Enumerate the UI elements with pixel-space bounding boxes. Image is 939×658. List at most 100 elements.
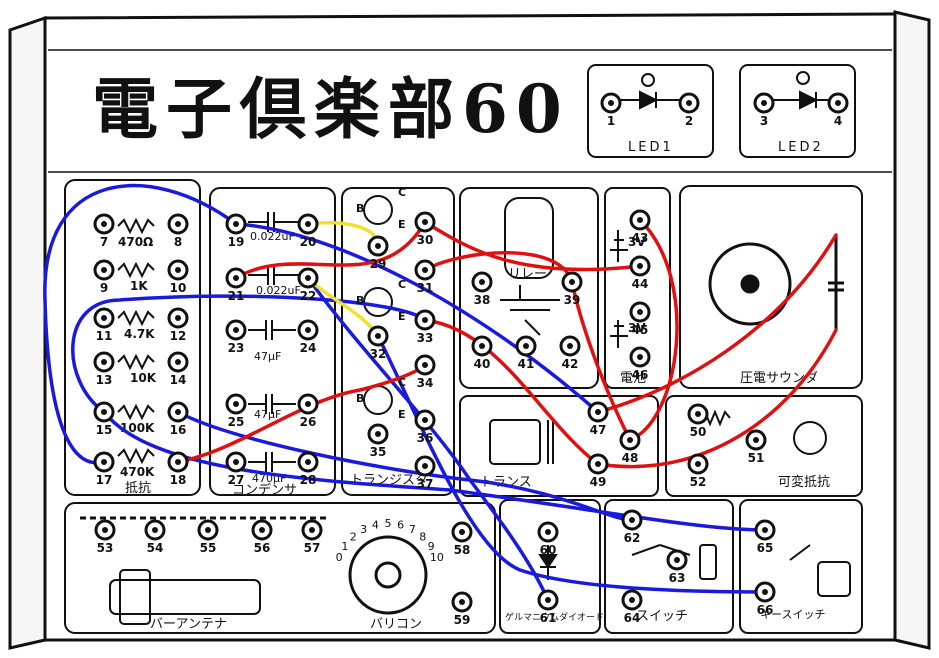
wire-blue-0[interactable] xyxy=(43,183,238,465)
terminal-31-label: 31 xyxy=(417,281,434,295)
terminal-61-center xyxy=(545,597,551,603)
terminal-14-label: 14 xyxy=(170,373,187,387)
terminal-53-center xyxy=(102,527,108,533)
terminal-17-center xyxy=(101,459,107,465)
terminal-7-label: 7 xyxy=(100,235,108,249)
wire-blue-5[interactable] xyxy=(306,276,550,602)
transistor-pin-e-5: E xyxy=(398,310,406,323)
board-frame xyxy=(8,10,931,650)
transistor-pin-c-4: C xyxy=(398,278,406,291)
terminal-38-label: 38 xyxy=(474,293,491,307)
dial-number-10: 10 xyxy=(430,551,444,564)
switch-section-label: スイッチ xyxy=(636,609,688,624)
terminal-62-center xyxy=(629,517,635,523)
terminal-50-label: 50 xyxy=(690,425,707,439)
terminal-32-center xyxy=(375,333,381,339)
battery-symbols xyxy=(610,230,628,348)
terminal-56-label: 56 xyxy=(254,541,271,555)
dial-number-4: 4 xyxy=(372,519,379,532)
wire-red-12[interactable] xyxy=(596,233,838,414)
terminal-17-label: 17 xyxy=(96,473,113,487)
terminal-13-label: 13 xyxy=(96,373,113,387)
wire-red-11[interactable] xyxy=(423,318,600,466)
led2-label: LED2 xyxy=(778,140,824,155)
terminal-30-label: 30 xyxy=(417,233,434,247)
terminal-42-label: 42 xyxy=(562,357,579,371)
relay-section-label: リレー xyxy=(508,267,547,282)
terminal-36-center xyxy=(422,417,428,423)
terminal-55-center xyxy=(205,527,211,533)
wire-red-13[interactable] xyxy=(596,328,838,469)
terminal-60-label: 60 xyxy=(540,543,557,557)
terminal-55-label: 55 xyxy=(200,541,217,555)
terminal-40-center xyxy=(479,343,485,349)
wire-blue-1[interactable] xyxy=(71,294,427,414)
terminal-16-label: 16 xyxy=(170,423,187,437)
terminal-8-center xyxy=(175,221,181,227)
terminal-10-center xyxy=(175,267,181,273)
resistor-section-label: 抵抗 xyxy=(125,481,151,496)
terminal-27-label: 27 xyxy=(228,473,245,487)
c1-label: 0.022uF xyxy=(250,230,295,243)
terminal-65-label: 65 xyxy=(757,541,774,555)
terminal-43-center xyxy=(637,217,643,223)
terminal-52-center xyxy=(695,461,701,467)
wire-red-10[interactable] xyxy=(628,218,679,442)
bar-antenna-symbol xyxy=(80,516,330,625)
terminal-44-center xyxy=(637,263,643,269)
r-10k-label: 10K xyxy=(130,371,157,385)
terminal-34-label: 34 xyxy=(417,376,434,390)
terminal-15-center xyxy=(101,409,107,415)
transistor-pin-c-1: C xyxy=(398,186,406,199)
terminal-54-label: 54 xyxy=(147,541,164,555)
bat2-label: 3V xyxy=(628,321,646,335)
r-470k-label: 470K xyxy=(120,465,155,479)
terminal-35-center xyxy=(375,431,381,437)
transistor-pin-e-2: E xyxy=(398,218,406,231)
transistor-pin-c-7: C xyxy=(398,376,406,389)
wire-red-8[interactable] xyxy=(176,363,427,464)
terminal-35-label: 35 xyxy=(370,445,387,459)
bar-antenna-section-label: バーアンテナ xyxy=(150,617,227,632)
terminal-34-center xyxy=(422,362,428,368)
terminal-9-center xyxy=(101,267,107,273)
led1-panel: LED1 xyxy=(587,64,714,158)
terminal-3-center xyxy=(761,100,767,106)
terminal-63-center xyxy=(674,557,680,563)
terminal-46-center xyxy=(637,354,643,360)
wire-blue-2[interactable] xyxy=(234,222,600,414)
capacitor-section-label: コンデンサ xyxy=(232,482,297,498)
terminal-4-label: 4 xyxy=(834,114,842,128)
terminal-48-center xyxy=(627,437,633,443)
terminal-29-center xyxy=(375,243,381,249)
terminal-57-center xyxy=(309,527,315,533)
terminal-25-label: 25 xyxy=(228,415,245,429)
terminal-60-center xyxy=(545,529,551,535)
terminal-31-center xyxy=(422,267,428,273)
terminal-20-label: 20 xyxy=(300,235,317,249)
transistor-pin-b-0: B xyxy=(356,202,364,215)
terminal-66-center xyxy=(762,589,768,595)
terminal-18-center xyxy=(175,459,181,465)
terminal-63-label: 63 xyxy=(669,571,686,585)
terminal-62-label: 62 xyxy=(624,531,641,545)
terminal-12-label: 12 xyxy=(170,329,187,343)
terminal-1-center xyxy=(608,100,614,106)
transistor-pin-b-6: B xyxy=(356,392,364,405)
terminal-65-center xyxy=(762,527,768,533)
terminal-7-center xyxy=(101,221,107,227)
terminal-23-center xyxy=(233,327,239,333)
terminal-1-label: 1 xyxy=(607,114,615,128)
wire-blue-3[interactable] xyxy=(102,410,767,532)
terminal-64-label: 64 xyxy=(624,611,641,625)
terminal-61-label: 61 xyxy=(540,611,557,625)
varicon-section-label: バリコン xyxy=(370,617,422,632)
wire-red-7[interactable] xyxy=(234,219,642,280)
terminal-32-label: 32 xyxy=(370,347,387,361)
wire-blue-6[interactable] xyxy=(176,410,634,522)
terminal-2-center xyxy=(686,100,692,106)
dial-number-0: 0 xyxy=(336,551,343,564)
terminal-25-center xyxy=(233,401,239,407)
terminal-50-center xyxy=(695,411,701,417)
terminal-66-label: 66 xyxy=(757,603,774,617)
